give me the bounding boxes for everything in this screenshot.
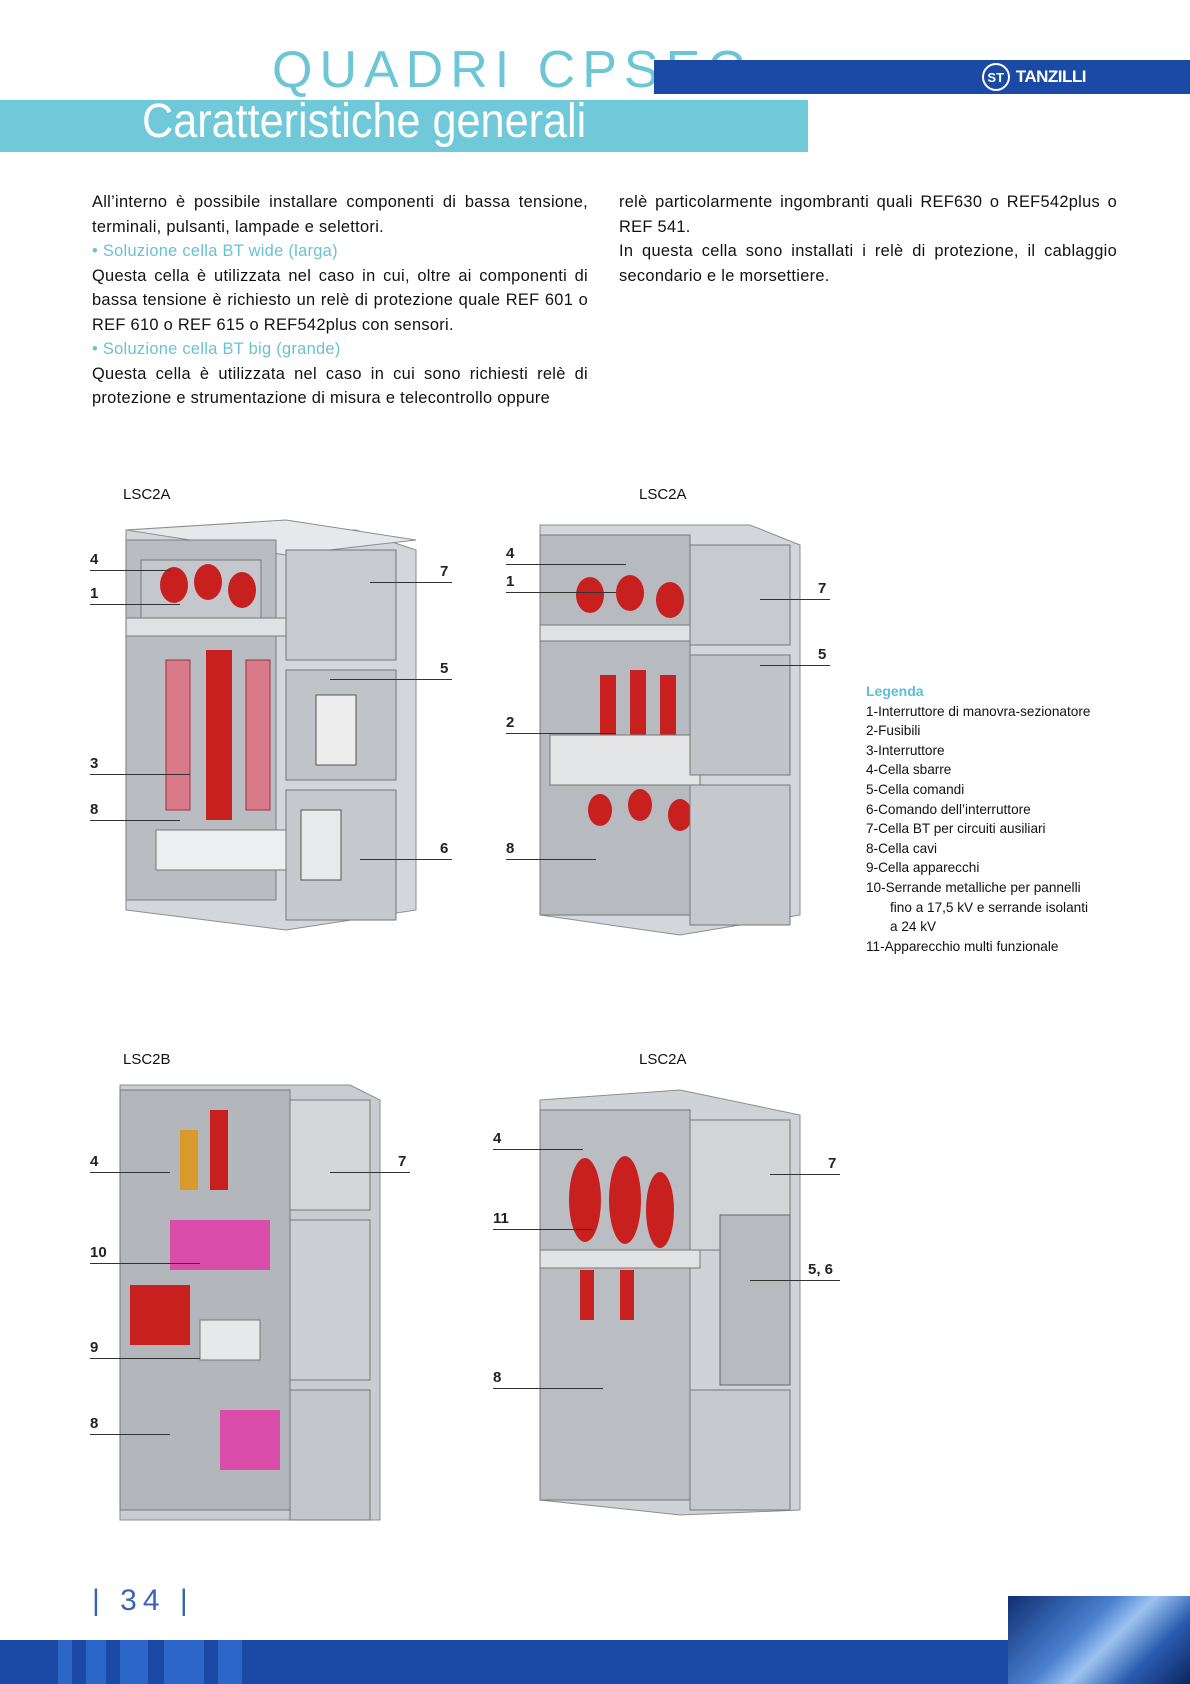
callout-label: 6 (440, 840, 449, 857)
legend-item: 3-Interruttore (866, 742, 945, 758)
paragraph: In questa cella sono installati i relè d… (619, 242, 1117, 285)
callout-leader (370, 582, 452, 583)
callout-label: 5 (440, 660, 449, 677)
brand-name: TANZILLI (1015, 67, 1087, 86)
switchgear-illustration (530, 505, 830, 945)
subtitle-band (0, 100, 808, 152)
callout-leader (90, 1172, 170, 1173)
legend-item: 1-Interruttore di manovra-sezionatore (866, 703, 1091, 719)
brand-bar (654, 60, 1190, 94)
callout-leader (90, 1263, 200, 1264)
text-column-left: All’interno è possibile installare compo… (92, 190, 588, 411)
legend-item: 10-Serrande metalliche per pannelli (866, 879, 1081, 895)
footer-stripe (218, 1640, 242, 1684)
footer-stripe (86, 1640, 106, 1684)
callout-label: 7 (828, 1155, 837, 1172)
brand-mark-icon: ST (981, 63, 1010, 91)
callout-label: 4 (90, 1153, 99, 1170)
legend-item: 9-Cella apparecchi (866, 860, 980, 876)
callout-leader (90, 820, 180, 821)
callout-label: 7 (398, 1153, 407, 1170)
callout-leader (330, 679, 452, 680)
legend-item: 6-Comando dell’interruttore (866, 801, 1031, 817)
callout-leader (90, 1358, 200, 1359)
callout-leader (90, 570, 170, 571)
legend-item: a 24 kV (890, 919, 937, 935)
callout-leader (360, 859, 452, 860)
legend-item: 5-Cella comandi (866, 781, 965, 797)
legend-title: Legenda (866, 683, 924, 699)
paragraph: Questa cella è utilizzata nel caso in cu… (92, 266, 588, 334)
switchgear-illustration (110, 1070, 400, 1530)
callout-label: 4 (90, 551, 99, 568)
callout-label: 8 (506, 840, 515, 857)
callout-leader (90, 1434, 170, 1435)
callout-label: 4 (493, 1130, 502, 1147)
callout-label: 9 (90, 1339, 99, 1356)
figure-label: LSC2A (123, 486, 171, 503)
callout-leader (493, 1388, 603, 1389)
figure-label: LSC2A (639, 1051, 687, 1068)
callout-label: 4 (506, 545, 515, 562)
callout-leader (760, 599, 830, 600)
callout-label: 8 (90, 801, 99, 818)
page-subtitle: Caratteristiche generali (142, 95, 587, 148)
callout-label: 1 (506, 573, 515, 590)
callout-leader (493, 1229, 593, 1230)
footer-stripe (164, 1640, 204, 1684)
callout-label: 11 (493, 1210, 509, 1227)
bullet-heading: • Soluzione cella BT wide (larga) (92, 242, 338, 260)
legend-item: fino a 17,5 kV e serrande isolanti (890, 899, 1088, 915)
switchgear-illustration (86, 510, 476, 940)
cable-photo (1008, 1596, 1190, 1684)
switchgear-illustration (530, 1080, 810, 1520)
legend-item: 4-Cella sbarre (866, 762, 952, 778)
callout-leader (750, 1280, 840, 1281)
legend-item: 2-Fusibili (866, 723, 921, 739)
legend: Legenda 1-Interruttore di manovra-sezion… (866, 682, 1186, 956)
paragraph: Questa cella è utilizzata nel caso in cu… (92, 364, 588, 408)
callout-label: 5 (818, 646, 827, 663)
figure-label: LSC2A (639, 486, 687, 503)
callout-label: 1 (90, 585, 99, 602)
callout-label: 2 (506, 714, 515, 731)
callout-leader (760, 665, 830, 666)
callout-leader (506, 733, 616, 734)
callout-label: 3 (90, 755, 99, 772)
callout-leader (506, 592, 616, 593)
callout-leader (506, 859, 596, 860)
bullet-heading: • Soluzione cella BT big (grande) (92, 340, 341, 358)
callout-leader (90, 774, 190, 775)
paragraph: All’interno è possibile installare compo… (92, 193, 588, 236)
footer-stripe (58, 1640, 72, 1684)
legend-item: 7-Cella BT per circuiti ausiliari (866, 821, 1046, 837)
callout-label: 10 (90, 1244, 107, 1261)
callout-leader (90, 604, 180, 605)
callout-leader (330, 1172, 410, 1173)
callout-leader (506, 564, 626, 565)
legend-item: 8-Cella cavi (866, 840, 938, 856)
legend-item: 11-Apparecchio multi funzionale (866, 938, 1059, 954)
callout-label: 7 (440, 563, 449, 580)
callout-label: 8 (90, 1415, 99, 1432)
brand-logo: ST TANZILLI (981, 63, 1087, 91)
callout-label: 5, 6 (808, 1261, 834, 1278)
callout-label: 8 (493, 1369, 502, 1386)
figure-label: LSC2B (123, 1051, 171, 1068)
paragraph: relè particolarmente ingombranti quali R… (619, 193, 1117, 236)
text-column-right: relè particolarmente ingombranti quali R… (619, 190, 1117, 288)
callout-leader (493, 1149, 583, 1150)
footer-stripe (120, 1640, 148, 1684)
callout-leader (770, 1174, 840, 1175)
callout-label: 7 (818, 580, 827, 597)
page-number: | 34 | (92, 1584, 194, 1617)
